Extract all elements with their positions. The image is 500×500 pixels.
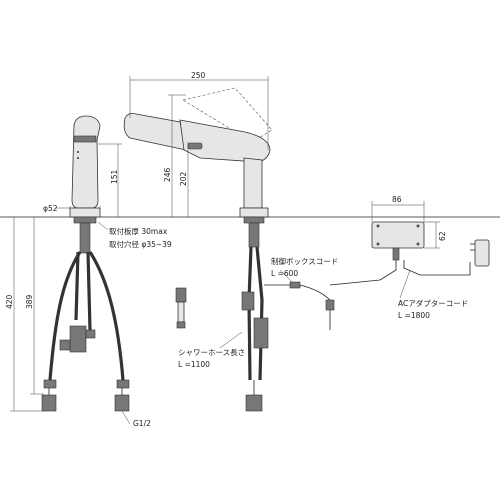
mount-leader	[97, 221, 109, 231]
dim-202-label: 202	[179, 171, 188, 186]
dim-389-label: 389	[25, 294, 34, 309]
thread-leader	[121, 410, 131, 425]
plate-thickness-label: 取付板厚 30max	[109, 226, 168, 236]
adapter-cable	[403, 260, 471, 276]
ac-adapter-leader	[399, 269, 411, 299]
dim-151-label: 151	[110, 169, 119, 184]
dim-420-label: 420	[5, 294, 14, 309]
box-cable	[329, 260, 397, 286]
front-view-faucet	[123, 87, 273, 412]
shower-hose-leader	[219, 331, 243, 349]
shower-hose-label: シャワーホース長さ	[178, 348, 245, 357]
phi52-label: φ52	[43, 204, 58, 213]
control-cord-length: L =600	[271, 269, 298, 278]
ac-adapter	[470, 239, 490, 267]
dim-62-label: 62	[438, 231, 447, 241]
ac-adapter-label: ACアダプターコード	[398, 298, 468, 308]
dim-250-label: 250	[191, 71, 206, 80]
dim-86-label: 86	[392, 195, 402, 204]
shower-fitting	[175, 287, 187, 329]
thread-label: G1/2	[133, 419, 151, 428]
control-cord-label: 制御ボックスコード	[271, 256, 338, 266]
control-box	[371, 221, 425, 261]
hole-diameter-label: 取付穴径 φ35~39	[109, 239, 172, 249]
shower-hose-length: L =1100	[178, 360, 210, 369]
side-view-faucet	[41, 115, 130, 412]
ac-adapter-length: L =1800	[398, 311, 430, 320]
dim-246-label: 246	[163, 167, 172, 182]
